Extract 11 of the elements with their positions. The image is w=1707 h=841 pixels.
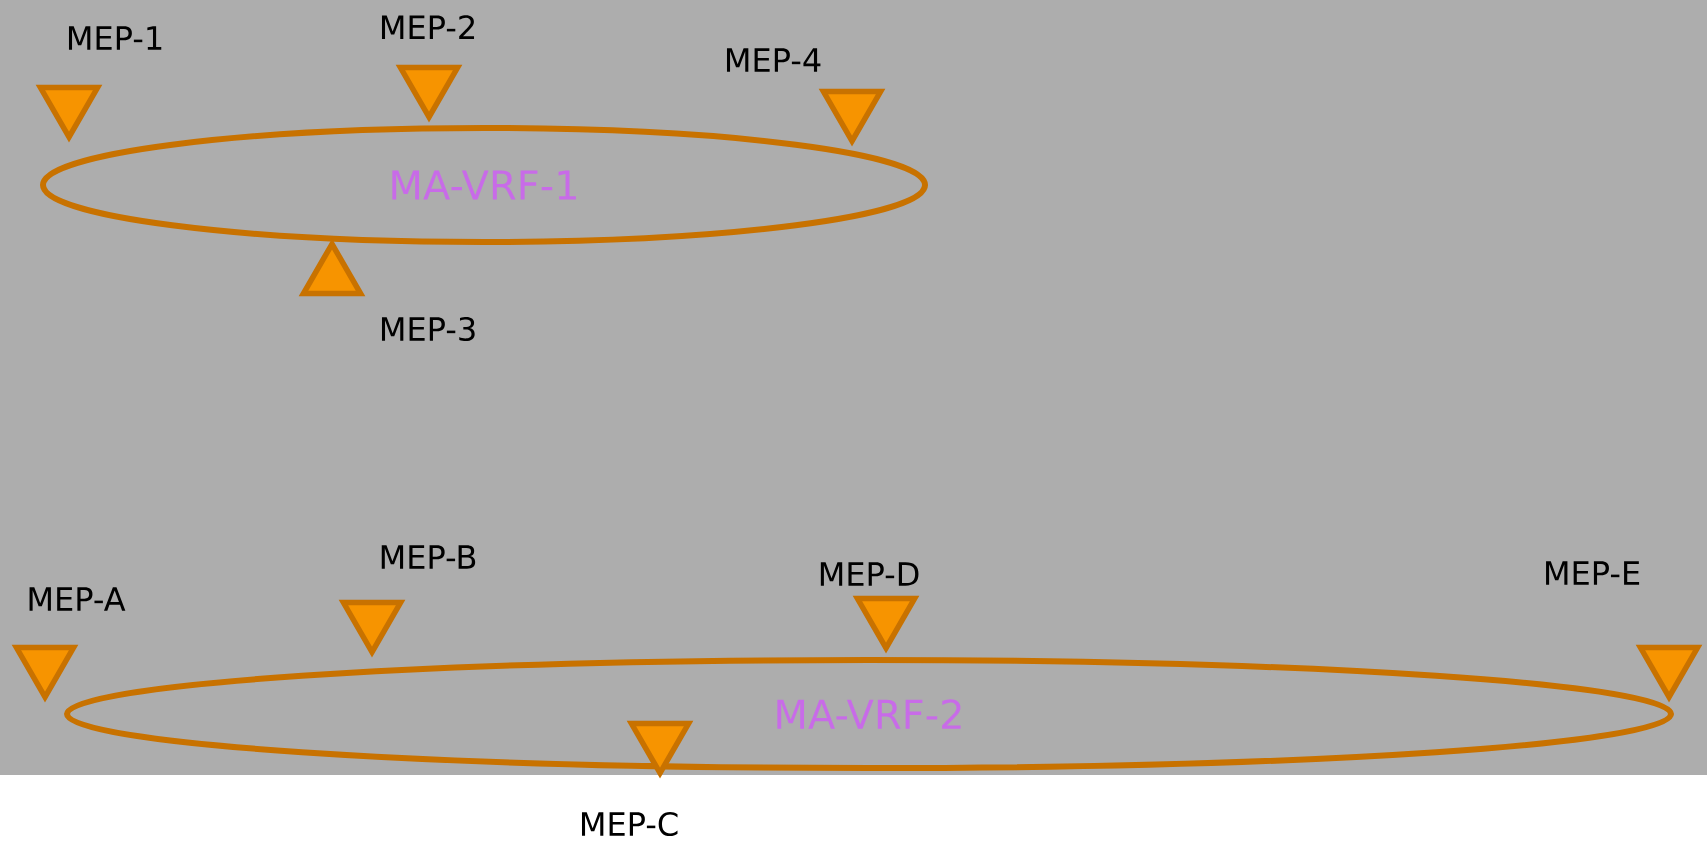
point-label: MEP-3 <box>382 316 475 342</box>
point-label: MEP-C <box>582 811 678 837</box>
point-label: MEP-2 <box>382 15 474 39</box>
ring-label: MA-VRF-1 <box>392 170 576 200</box>
point-label: MEP-A <box>29 587 126 611</box>
point-label: MEP-B <box>381 545 476 569</box>
point-label: MEP-4 <box>727 48 821 72</box>
point-label: MEP-D <box>820 562 919 586</box>
point-label: MEP-1 <box>69 26 162 50</box>
ring-label: MA-VRF-2 <box>777 699 961 729</box>
point-label: MEP-E <box>1546 561 1640 585</box>
